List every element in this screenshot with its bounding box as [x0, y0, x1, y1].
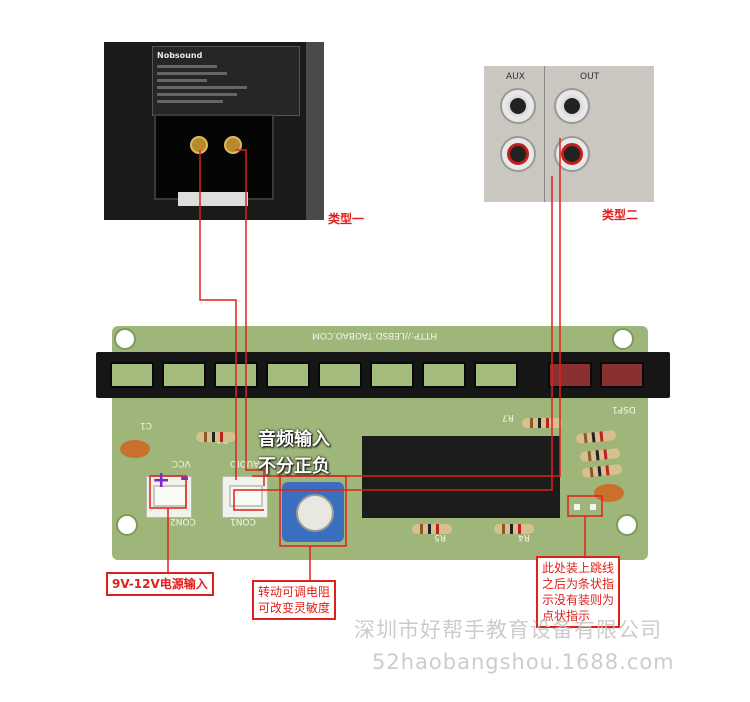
- led-bar: [96, 352, 670, 398]
- minus-mark: -: [180, 466, 190, 491]
- jumper-note-line2: 之后为条状指: [542, 577, 615, 591]
- led-segment: [266, 362, 310, 388]
- resistor-r7: [522, 418, 562, 428]
- watermark-company: 深圳市好帮手教育设备有限公司: [354, 618, 662, 642]
- pot-note-line1: 转动可调电阻: [258, 585, 331, 599]
- ic-chip: [362, 436, 560, 518]
- mount-hole: [612, 328, 634, 350]
- jumper-note-box: 此处装上跳线 之后为条状指 示没有装则为 点状指示: [536, 556, 621, 628]
- type-one-label: 类型一: [328, 212, 365, 226]
- aux-label: AUX: [506, 72, 525, 82]
- led-segment: [370, 362, 414, 388]
- speaker-cabinet-side: [306, 42, 324, 220]
- resistor-r3: [196, 432, 236, 442]
- plus-mark: +: [152, 468, 171, 493]
- jumper-pad: [590, 504, 596, 510]
- jumper-note-line3: 示没有装则为: [542, 593, 615, 607]
- speaker-sticker: [178, 192, 248, 206]
- power-connector: [146, 476, 192, 518]
- out-label: OUT: [580, 72, 600, 82]
- led-segment: [318, 362, 362, 388]
- pot-note-line2: 可改变灵敏度: [258, 601, 331, 615]
- mount-hole: [616, 514, 638, 536]
- led-segment: [110, 362, 154, 388]
- jumper-pad: [574, 504, 580, 510]
- led-segment: [422, 362, 466, 388]
- jumper-note-line4: 点状指示: [542, 609, 591, 623]
- led-segment: [474, 362, 518, 388]
- led-segment-red: [600, 362, 644, 388]
- type-two-label: 类型二: [602, 208, 639, 222]
- out-jack-white: [554, 88, 590, 124]
- led-segment-red: [548, 362, 592, 388]
- speaker-spec-plate: Nobsound: [152, 46, 300, 116]
- mount-hole: [114, 328, 136, 350]
- mount-hole: [116, 514, 138, 536]
- audio-input-label: 音频输入: [258, 429, 330, 450]
- potentiometer: [282, 482, 344, 542]
- aux-jack-white: [500, 88, 536, 124]
- resistor-r4: [494, 524, 534, 534]
- speaker-terminal-post: [190, 136, 208, 154]
- resistor-r5: [412, 524, 452, 534]
- aux-out-photo: AUX OUT: [484, 66, 654, 202]
- audio-input-note: 音频输入 不分正负: [258, 426, 330, 480]
- pot-note-box: 转动可调电阻 可改变灵敏度: [252, 580, 337, 620]
- speaker-brand: Nobsound: [157, 51, 203, 60]
- capacitor-c1: [120, 440, 150, 458]
- led-segment: [162, 362, 206, 388]
- no-polarity-label: 不分正负: [258, 456, 330, 477]
- aux-jack-red: [500, 136, 536, 172]
- power-input-box: 9V-12V电源输入: [106, 572, 214, 596]
- speaker-photo: Nobsound: [104, 42, 324, 220]
- watermark-site: 52haobangshou.1688.com: [372, 650, 675, 674]
- jumper-note-line1: 此处装上跳线: [542, 561, 615, 575]
